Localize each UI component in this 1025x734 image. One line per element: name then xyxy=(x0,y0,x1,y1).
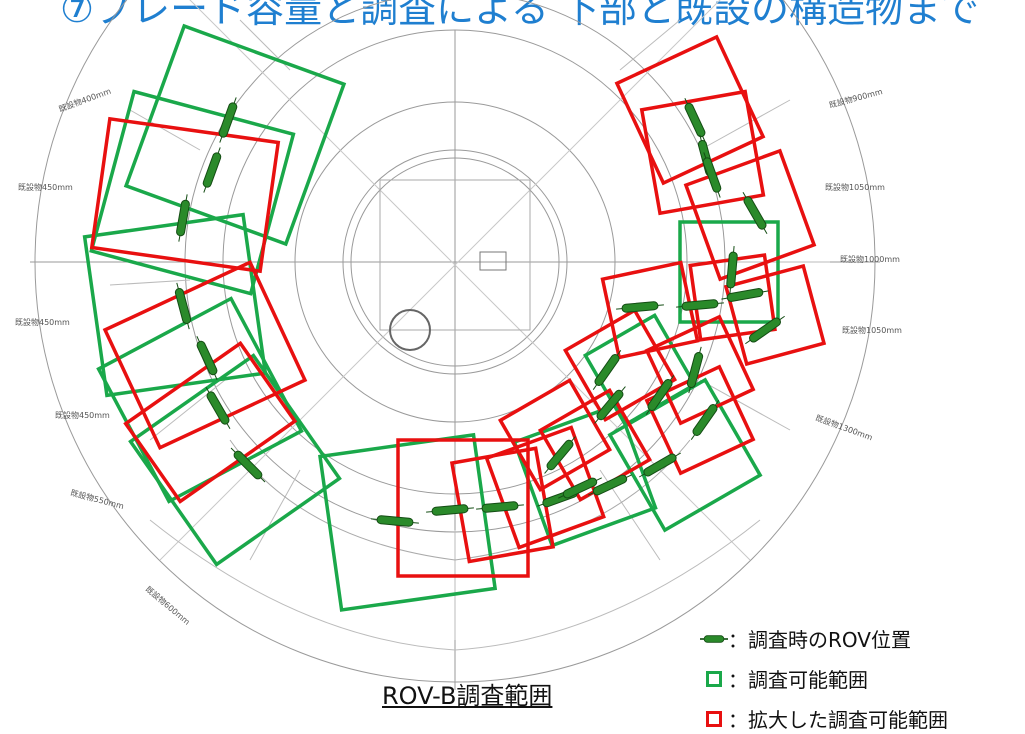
green-range-1 xyxy=(123,23,347,247)
rov-position-2 xyxy=(202,147,222,193)
green-range-2 xyxy=(89,89,296,296)
rov-position-8 xyxy=(371,515,419,527)
rov-position-6 xyxy=(205,386,231,430)
rov-position-22 xyxy=(676,299,724,311)
green-range-9 xyxy=(582,312,698,428)
legend-rov-position: ：調査時のROV位置 xyxy=(700,624,911,653)
rov-position-15 xyxy=(638,452,682,478)
outer-structure-curve xyxy=(149,519,761,651)
green-square-icon xyxy=(706,670,722,687)
annotation-550: 既設物550mm xyxy=(69,487,125,511)
rov-position-17 xyxy=(592,350,622,390)
rov-position-18 xyxy=(645,375,675,415)
rov-position-10 xyxy=(476,501,524,513)
rov-position-4 xyxy=(174,282,192,330)
rov-position-19 xyxy=(690,400,720,440)
legend-red-label: ：拡大した調査可能範囲 xyxy=(728,708,948,732)
rov-position-28 xyxy=(702,152,722,198)
rov-positions xyxy=(174,97,785,527)
rov-position-12 xyxy=(544,436,576,474)
legend-survey-range: ：調査可能範囲 xyxy=(700,664,868,693)
legend-expanded-range: ：拡大した調査可能範囲 xyxy=(700,704,948,733)
rov-position-23 xyxy=(721,288,769,302)
rov-position-14 xyxy=(588,474,632,496)
annotation-1050-a: 既設物1050mm xyxy=(825,182,885,192)
annotation-1050-b: 既設物1050mm xyxy=(842,325,902,335)
rov-position-21 xyxy=(616,301,664,313)
green-survey-ranges xyxy=(82,23,780,612)
legend-rov-label: ：調査時のROV位置 xyxy=(728,628,911,652)
red-range-4 xyxy=(396,438,530,578)
red-range-8 xyxy=(497,377,613,493)
annotation-450-lower: 既設物450mm xyxy=(55,410,110,420)
annotation-450-mid: 既設物450mm xyxy=(15,317,70,327)
annotation-600: 既設物600mm xyxy=(144,584,193,627)
rov-position-25 xyxy=(745,315,785,345)
annotation-1000: 既設物1000mm xyxy=(840,254,900,264)
pedestal-center-fixture xyxy=(479,251,507,271)
rov-position-9 xyxy=(426,504,474,516)
radial-ticks xyxy=(109,19,830,640)
legend-green-label: ：調査可能範囲 xyxy=(728,668,868,692)
rov-position-16 xyxy=(594,386,626,424)
rov-symbol-icon xyxy=(700,634,728,643)
rov-position-29 xyxy=(742,191,768,235)
rov-position-24 xyxy=(726,246,738,294)
page-title: ⑦ブレード容量と調査による 下部と既設の構造物まで xyxy=(60,0,980,31)
red-range-15 xyxy=(614,34,766,186)
red-square-icon xyxy=(706,710,722,727)
red-range-1 xyxy=(89,116,281,274)
red-range-9 xyxy=(562,307,678,423)
inner-structure-curve xyxy=(229,439,691,561)
pedestal-opening xyxy=(389,309,431,351)
red-range-17 xyxy=(683,148,817,282)
annotation-1300: 既設物1300mm xyxy=(814,412,874,442)
rov-position-3 xyxy=(176,194,190,242)
rov-position-1 xyxy=(218,97,238,143)
rov-position-5 xyxy=(196,336,218,380)
rov-position-13 xyxy=(558,477,602,499)
green-range-3 xyxy=(82,212,268,398)
rov-position-7 xyxy=(230,447,266,483)
red-range-14 xyxy=(644,364,756,476)
rov-b-range-caption: ROV-B調査範囲 xyxy=(382,682,553,710)
annotation-900: 既設物900mm xyxy=(828,86,884,110)
rov-position-20 xyxy=(686,346,704,394)
annotation-450-upper: 既設物450mm xyxy=(18,182,73,192)
red-range-16 xyxy=(639,89,766,216)
rov-position-26 xyxy=(684,98,706,142)
red-range-3 xyxy=(123,340,298,504)
green-range-5 xyxy=(128,353,342,567)
pedestal-square xyxy=(379,179,531,331)
red-range-13 xyxy=(723,263,827,367)
green-range-7 xyxy=(512,402,658,548)
annotation-400: 既設物400mm xyxy=(57,86,112,114)
